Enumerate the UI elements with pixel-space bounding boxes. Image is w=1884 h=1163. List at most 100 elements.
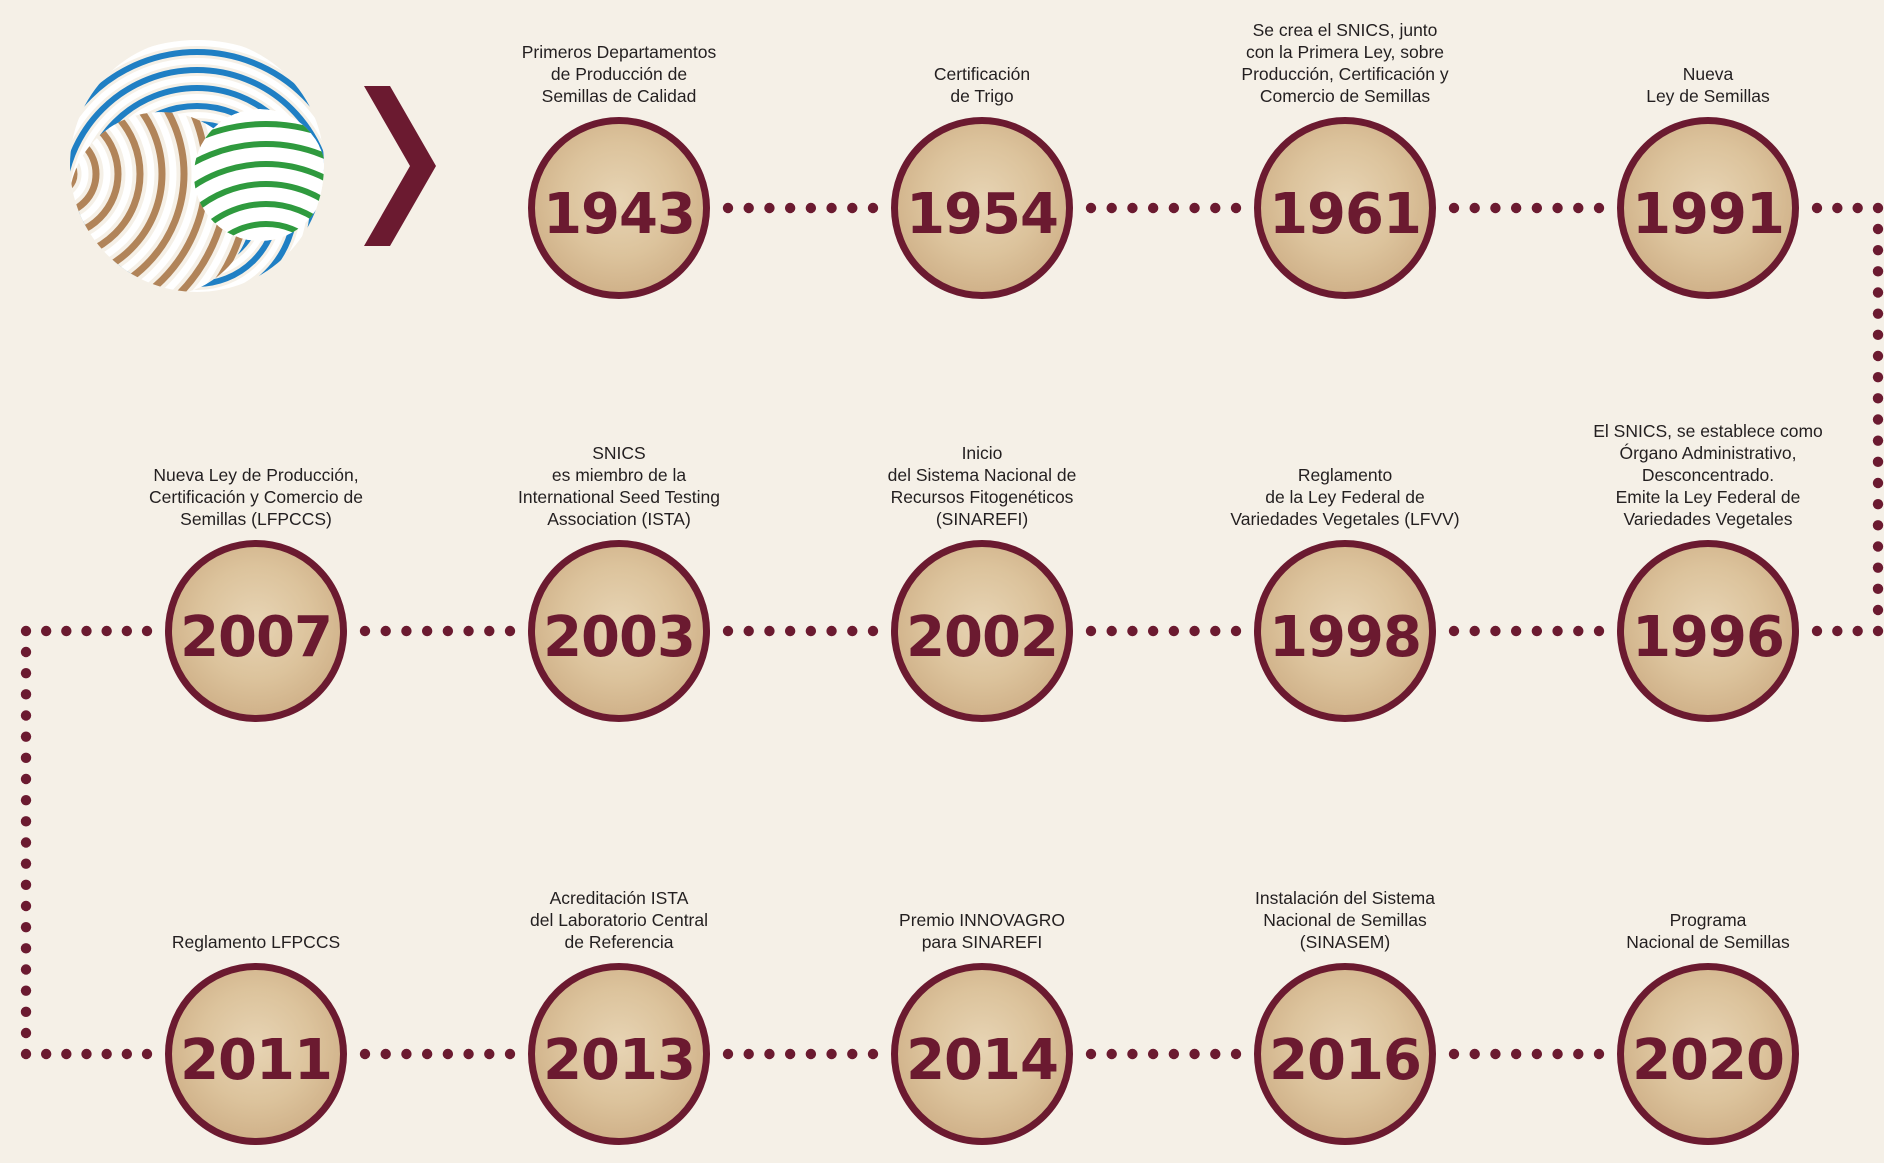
connector-dot bbox=[1490, 1048, 1501, 1060]
connector-dot bbox=[1106, 625, 1117, 637]
connector-dot bbox=[1168, 625, 1180, 637]
logo-ring bbox=[194, 151, 324, 241]
connector-dot bbox=[1872, 244, 1884, 256]
connector-dot bbox=[743, 625, 754, 637]
year-circle: 1954 bbox=[891, 117, 1073, 299]
logo-ring bbox=[70, 141, 89, 207]
connector-dot bbox=[1147, 1048, 1159, 1060]
connector-dot bbox=[20, 710, 32, 721]
caption-line: Reglamento bbox=[1297, 465, 1393, 485]
connector-dot bbox=[1872, 202, 1884, 214]
connector-dot bbox=[20, 964, 32, 975]
caption-line: Desconcentrado. bbox=[1641, 465, 1775, 485]
connector-dot bbox=[1448, 202, 1460, 214]
connector-dot bbox=[1189, 625, 1200, 637]
logo-ring bbox=[194, 201, 324, 241]
caption-line: Semillas de Calidad bbox=[541, 86, 697, 106]
connector-dot bbox=[784, 1048, 796, 1060]
year-label: 1961 bbox=[1269, 181, 1422, 247]
connector-dot bbox=[722, 625, 734, 637]
year-circle: 1991 bbox=[1617, 117, 1799, 299]
connector-dot bbox=[1593, 1048, 1605, 1060]
year-circle: 2014 bbox=[891, 963, 1073, 1145]
caption-line: Nueva bbox=[1682, 64, 1734, 84]
logo-ring bbox=[194, 141, 324, 241]
connector-dot bbox=[1872, 604, 1884, 616]
caption-line: de la Ley Federal de bbox=[1265, 487, 1425, 507]
connector-dot bbox=[1872, 456, 1884, 468]
connector-dot bbox=[1230, 202, 1242, 214]
milestone-caption: Nueva Ley de Producción,Certificación y … bbox=[46, 464, 466, 530]
connector-dot bbox=[1872, 562, 1884, 573]
connector-dot bbox=[61, 1048, 72, 1060]
connector-dot bbox=[61, 625, 72, 637]
logo-ring bbox=[256, 284, 276, 296]
connector-dot bbox=[1448, 1048, 1460, 1060]
logo-ring bbox=[194, 171, 324, 241]
connector-dot bbox=[1811, 625, 1823, 637]
connector-dot bbox=[1872, 266, 1884, 277]
connector-dot bbox=[1106, 202, 1117, 214]
connector-dot bbox=[764, 1048, 775, 1060]
caption-line: Comercio de Semillas bbox=[1259, 86, 1431, 106]
connector-dot bbox=[1872, 541, 1884, 552]
year-circle: 2002 bbox=[891, 540, 1073, 722]
connector-dot bbox=[1531, 625, 1543, 637]
connector-dot bbox=[101, 625, 112, 637]
logo-ring bbox=[70, 49, 324, 292]
caption-line: Programa bbox=[1669, 910, 1747, 930]
connector-dot bbox=[1872, 414, 1884, 425]
connector-dot bbox=[81, 625, 92, 637]
connector-dot bbox=[1210, 202, 1221, 214]
connector-dot bbox=[20, 837, 32, 848]
year-label: 2002 bbox=[906, 604, 1059, 670]
connector-dot bbox=[463, 625, 474, 637]
caption-line: de Producción de bbox=[550, 64, 688, 84]
year-label: 2007 bbox=[180, 604, 333, 670]
caption-line: Primeros Departamentos bbox=[521, 42, 717, 62]
connector-dot bbox=[1469, 625, 1480, 637]
connector-dot bbox=[1448, 625, 1460, 637]
year-circle: 2016 bbox=[1254, 963, 1436, 1145]
connector-dot bbox=[20, 731, 32, 742]
year-circle: 2013 bbox=[528, 963, 710, 1145]
connector-dot bbox=[1510, 202, 1522, 214]
connector-dot bbox=[1168, 1048, 1180, 1060]
caption-line: Nueva Ley de Producción, bbox=[153, 465, 359, 485]
connector-dot bbox=[805, 1048, 817, 1060]
connector-dot bbox=[1872, 308, 1884, 319]
year-label: 2014 bbox=[906, 1027, 1059, 1093]
logo-ring bbox=[70, 112, 133, 251]
connector-dot bbox=[20, 625, 32, 637]
logo-ring bbox=[70, 112, 166, 284]
logo-ring bbox=[194, 131, 324, 241]
connector-dot bbox=[805, 202, 817, 214]
connector-dot bbox=[826, 1048, 837, 1060]
caption-line: con la Primera Ley, sobre bbox=[1245, 42, 1445, 62]
milestone-caption: Reglamento LFPCCS bbox=[46, 931, 466, 953]
connector-dot bbox=[867, 625, 879, 637]
connector-dot bbox=[401, 1048, 412, 1060]
connector-dot bbox=[1210, 625, 1221, 637]
connector-dot bbox=[20, 794, 32, 806]
logo-ring bbox=[70, 40, 324, 292]
connector-dot bbox=[359, 625, 371, 637]
caption-line: de Referencia bbox=[564, 932, 674, 952]
connector-dot bbox=[101, 1048, 112, 1060]
connector-dot bbox=[1085, 1048, 1097, 1060]
connector-dot bbox=[1573, 202, 1584, 214]
connector-dot bbox=[1147, 625, 1159, 637]
logo-ring bbox=[194, 181, 324, 241]
connector-dot bbox=[20, 752, 32, 764]
connector-dot bbox=[722, 202, 734, 214]
connector-dot bbox=[1573, 1048, 1584, 1060]
connector-dot bbox=[1469, 1048, 1480, 1060]
connector-dot bbox=[1593, 202, 1605, 214]
connector-dot bbox=[442, 625, 454, 637]
connector-dot bbox=[421, 1048, 433, 1060]
